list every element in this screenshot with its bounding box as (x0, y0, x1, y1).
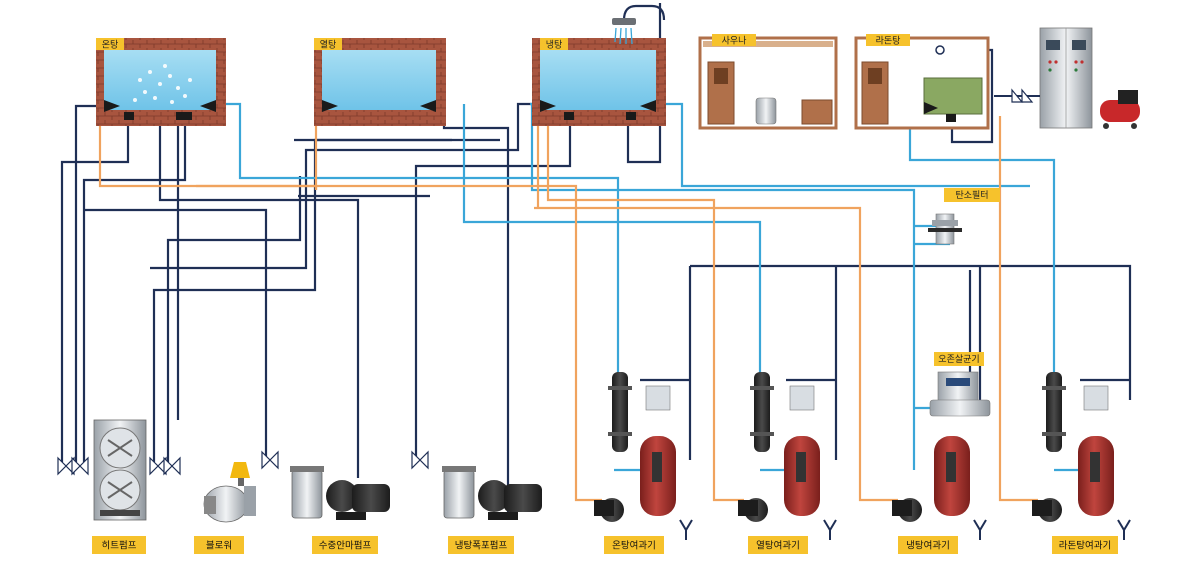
orange-pipes (98, 114, 1038, 502)
filter-unit-warm (594, 372, 693, 540)
check-valve-icon (994, 88, 1040, 103)
shower-head-icon (612, 4, 666, 45)
blower-label: 블로워 (206, 541, 232, 552)
filter-hot-label: 열탕여과기 (756, 540, 800, 552)
massage-pump-label: 수중안마펌프 (319, 540, 372, 552)
sauna-label: 사우나 (722, 36, 747, 47)
filter-unit-hot (738, 372, 837, 540)
waterfall-pump (442, 466, 542, 520)
heat-pump (93, 419, 147, 521)
carbon-filter-label: 탄소필터 (955, 189, 988, 201)
filter-warm-label: 온탕여과기 (612, 540, 656, 552)
ozone-label: 오존살균기 (938, 354, 979, 365)
filter-unit-radon (1032, 372, 1131, 540)
pool-cold-label: 냉탕 (546, 40, 563, 51)
filter-cold-label: 냉탕여과기 (906, 540, 950, 552)
pool-warm: 온탕 (96, 38, 226, 126)
filter-radon-label: 라돈탕여과기 (1059, 540, 1111, 552)
bubbles (133, 64, 192, 104)
equipment-labels: 히트펌프 블로워 수중안마펌프 냉탕폭포펌프 온탕여과기 열탕여과기 냉탕여과기… (92, 536, 1118, 554)
valves (57, 450, 429, 476)
waterfall-pump-label: 냉탕폭포펌프 (455, 540, 508, 552)
ozone-sterilizer: 오존살균기 (929, 352, 991, 417)
control-panel (1039, 27, 1093, 129)
pool-warm-label: 온탕 (102, 40, 119, 51)
heat-pump-label: 히트펌프 (102, 540, 137, 552)
filter-unit-cold (892, 436, 987, 540)
radon-label: 라돈탕 (876, 36, 901, 47)
carbon-filter: 탄소필터 (928, 188, 1000, 245)
pool-cold: 냉탕 (532, 38, 666, 126)
air-compressor-icon (1100, 90, 1140, 129)
blue-pipes (205, 102, 1080, 472)
radon-room: 라돈탕 (854, 34, 990, 130)
pool-hot: 열탕 (314, 38, 446, 126)
massage-pump (290, 466, 390, 520)
sauna-room: 사우나 (698, 34, 838, 130)
pool-hot-label: 열탕 (320, 40, 337, 51)
blower (203, 462, 256, 523)
